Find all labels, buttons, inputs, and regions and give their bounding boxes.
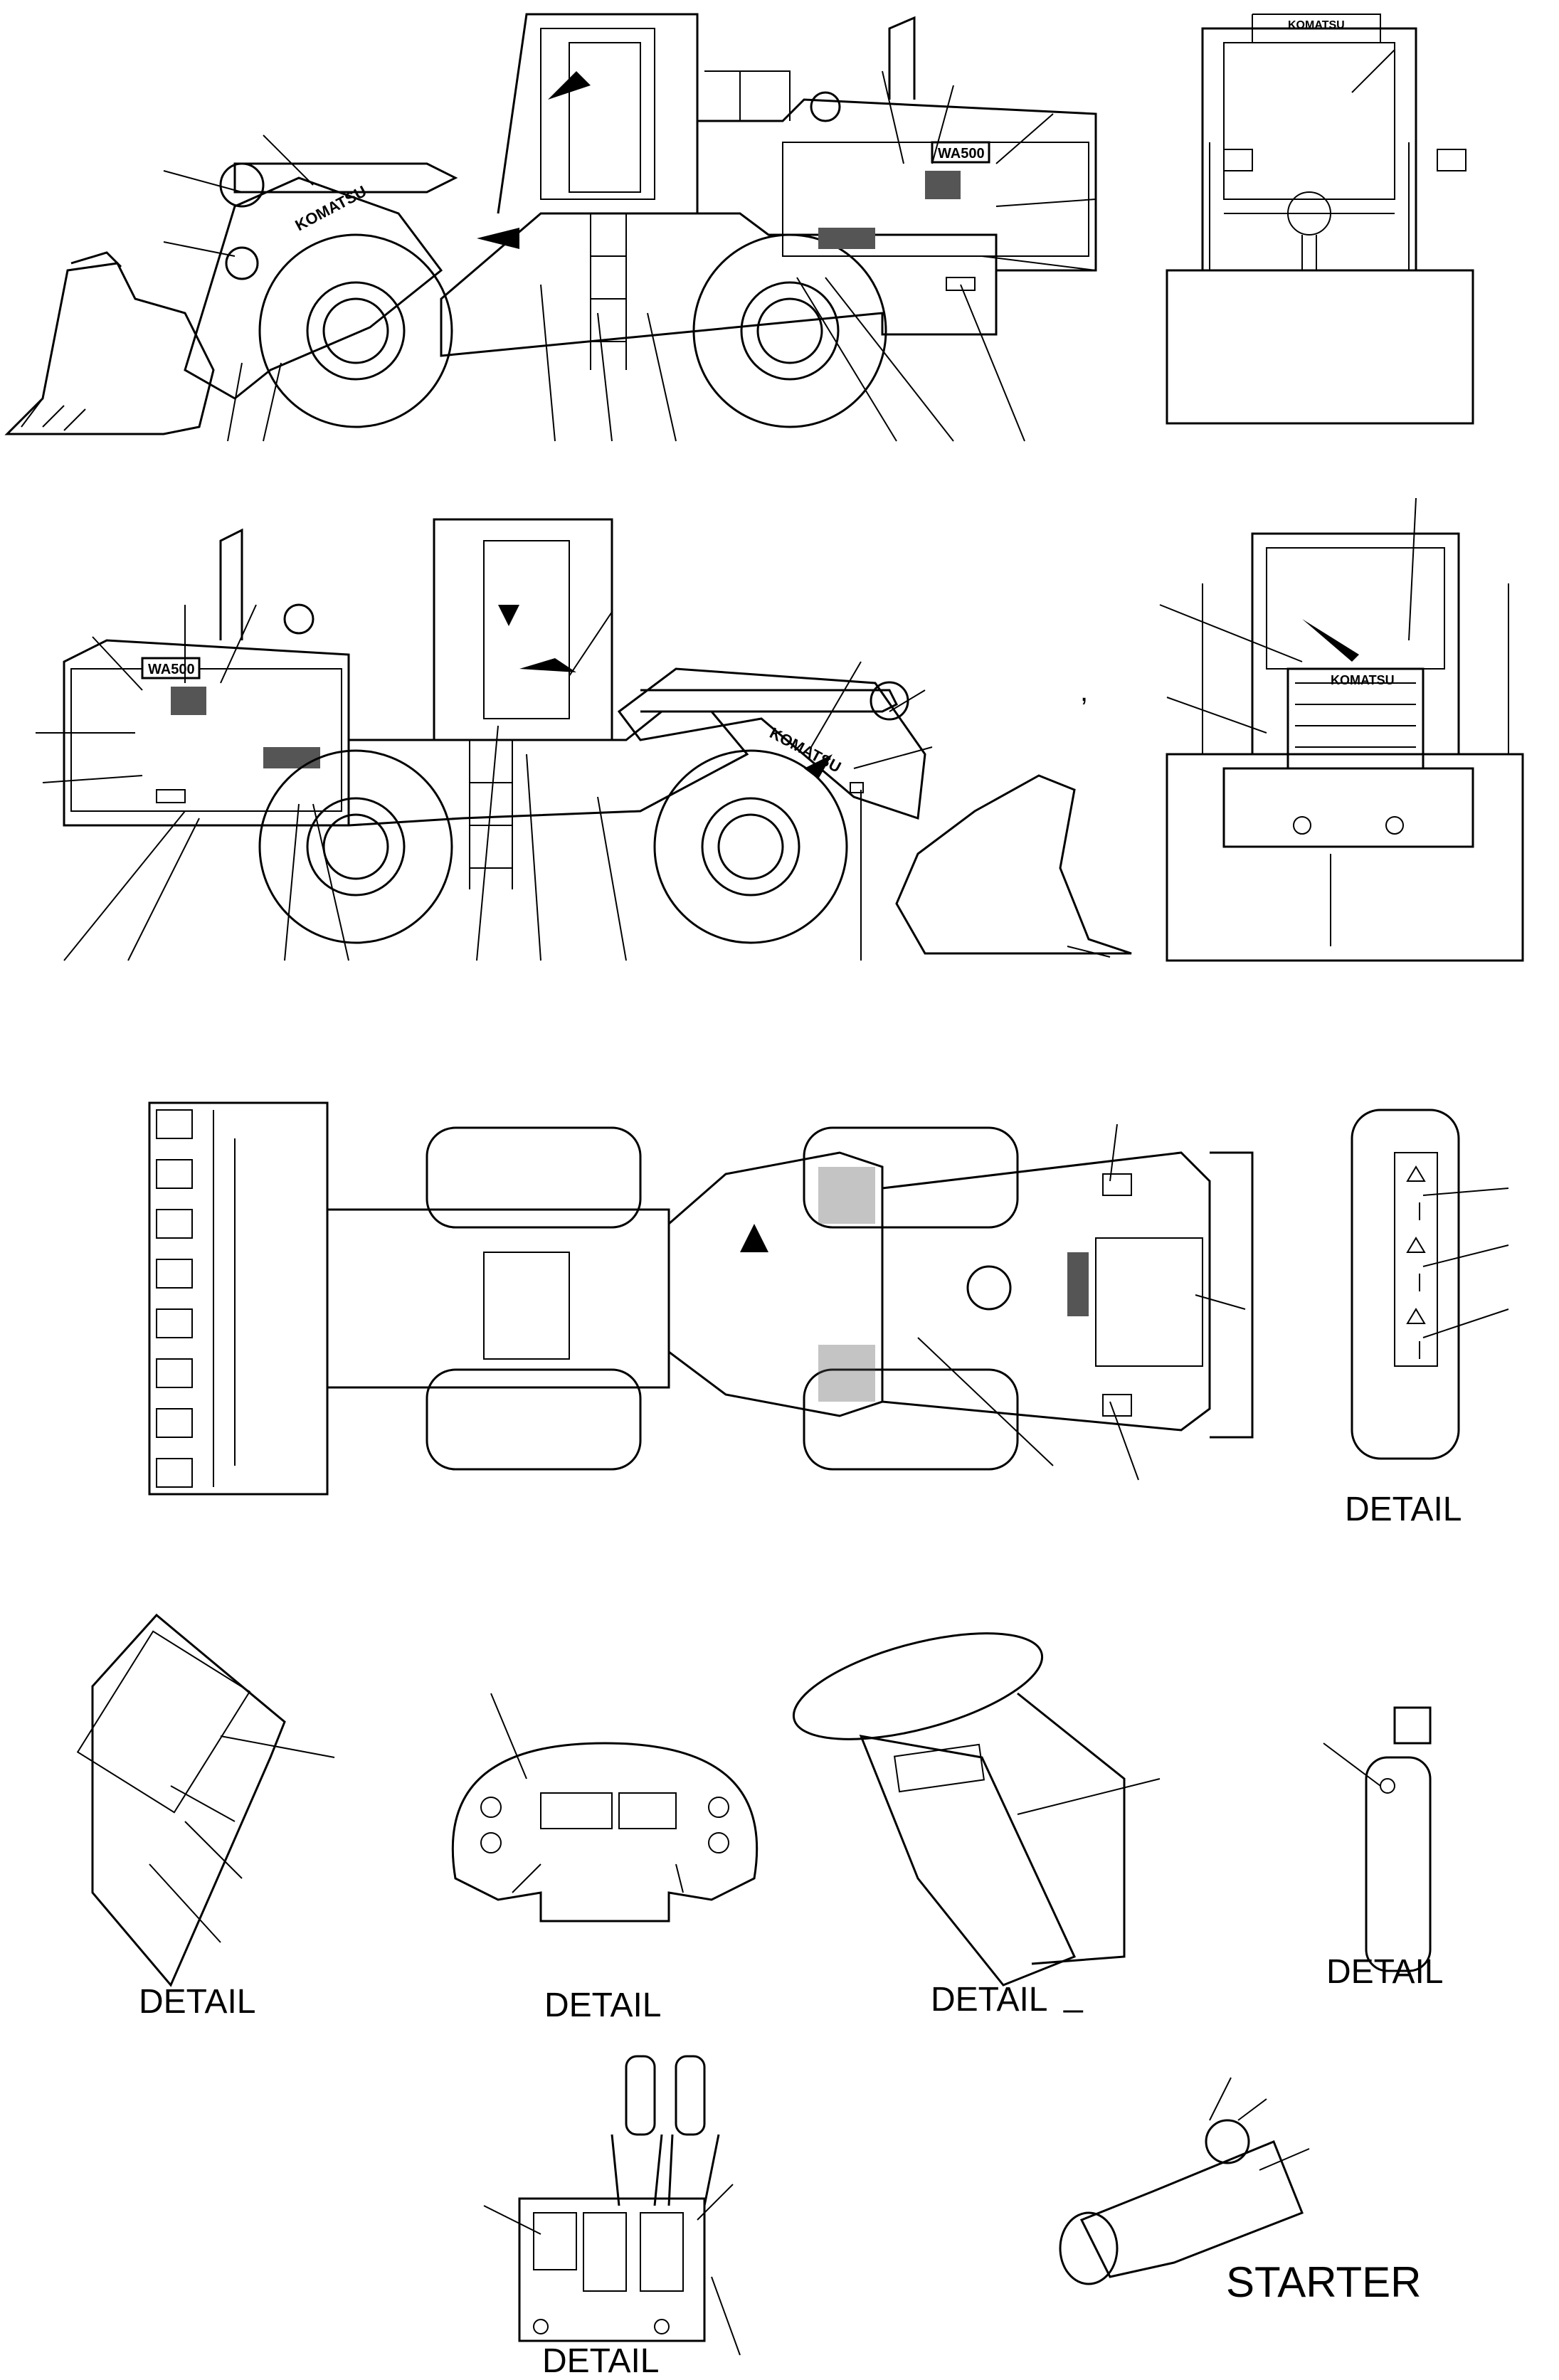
caption-starter: STARTER — [1226, 2258, 1422, 2306]
caption-detail-steering: DETAIL — [931, 1981, 1048, 2019]
dashboard-detail-view — [451, 1693, 759, 1922]
step-detail-view — [1351, 1109, 1509, 1460]
box-detail-view — [76, 1613, 335, 1987]
caption-detail-dashboard: DETAIL — [544, 1987, 662, 2024]
caption-detail-post: DETAIL — [1326, 1953, 1444, 1991]
brand-text-rear: KOMATSU — [1288, 19, 1345, 31]
steering-detail-view — [792, 1632, 1161, 1987]
caption-detail-steering-suffix: _ — [1064, 1976, 1083, 2014]
stray-mark: , — [1080, 676, 1088, 707]
caption-detail-lever: DETAIL — [542, 2342, 660, 2380]
left-side-view: WA500 KOMATSU — [4, 13, 1097, 442]
brand-text-front: KOMATSU — [1331, 673, 1395, 687]
rear-view: KOMATSU — [1166, 14, 1474, 425]
lever-detail-view — [483, 2055, 741, 2356]
top-view — [148, 1101, 1254, 1496]
caption-detail-box: DETAIL — [139, 1983, 256, 2021]
front-view: KOMATSU — [1159, 497, 1524, 962]
starter-view — [1059, 2077, 1310, 2285]
model-badge-right: WA500 — [148, 662, 195, 677]
post-detail-view — [1323, 1706, 1432, 1972]
model-badge-left: WA500 — [938, 146, 985, 162]
caption-detail-step: DETAIL — [1345, 1491, 1462, 1528]
right-side-view: WA500 KOMATSU — [36, 518, 1132, 961]
